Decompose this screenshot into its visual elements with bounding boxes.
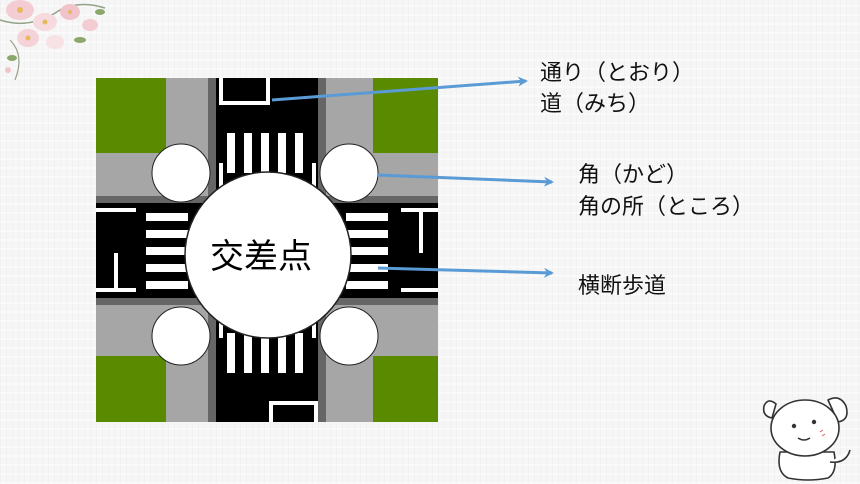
arrow-crosswalk [377, 266, 554, 278]
crosswalk-label: 横断歩道 [578, 274, 667, 299]
arrow-street [271, 76, 528, 102]
cartoon-dog-decoration [762, 397, 851, 481]
intersection-diagram [96, 78, 438, 422]
street-label-line1: 通り（とおり） [540, 61, 695, 86]
intersection-label: 交差点 [210, 237, 312, 277]
corner-label-line1: 角（かど） [578, 163, 689, 188]
flower-decoration [0, 0, 106, 81]
crosswalk-top [227, 133, 303, 173]
corner-label-line2: 角の所（ところ） [578, 195, 755, 220]
crosswalk-left [146, 213, 188, 289]
corner-circles [151, 143, 379, 366]
intersection-center-circle [184, 171, 352, 339]
grass-blocks [96, 78, 438, 422]
arrow-corner [376, 173, 554, 187]
crosswalk-bottom [227, 333, 303, 373]
street-label-line2: 道（みち） [540, 92, 651, 117]
crosswalk-right [346, 213, 388, 289]
